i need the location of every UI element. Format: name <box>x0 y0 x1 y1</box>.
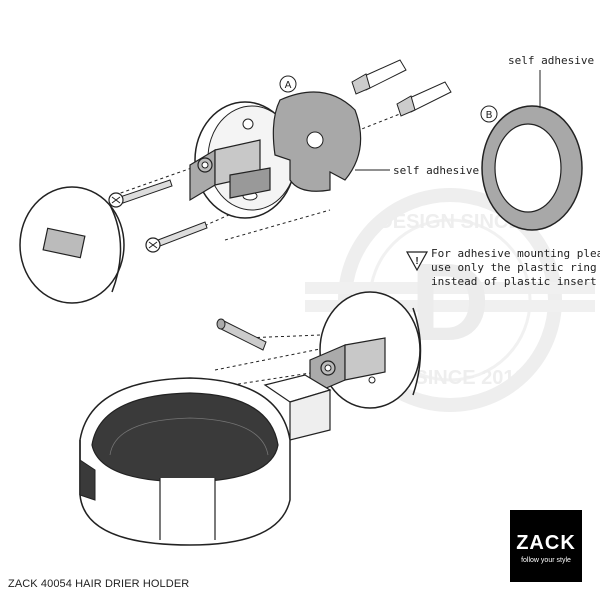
watermark-top-text: DESIGN SINCE <box>378 211 521 233</box>
zack-logo: ZACK follow your style <box>510 510 582 582</box>
callout-a: A <box>279 75 297 93</box>
label-self-adhesive-ring: self adhesive <box>508 54 594 67</box>
warning-line-2: use only the plastic ring B <box>431 261 600 274</box>
holder-ring <box>79 374 332 546</box>
callout-b-letter: B <box>486 110 493 121</box>
plastic-insert-a <box>272 91 362 192</box>
lower-mounting-disc <box>309 291 422 409</box>
warning-line-1: For adhesive mounting please <box>431 247 600 260</box>
plastic-ring-b <box>481 105 583 231</box>
warning-note: ! For adhesive mounting please use only … <box>405 247 600 288</box>
product-caption: ZACK 40054 HAIR DRIER HOLDER <box>8 578 190 590</box>
warning-icon <box>405 251 429 272</box>
svg-text:!: ! <box>415 256 418 267</box>
logo-brand: ZACK <box>516 532 576 554</box>
cover-plate-front <box>19 186 125 304</box>
wall-plug-upper <box>351 59 407 95</box>
watermark-letter: D <box>410 241 489 364</box>
callout-a-letter: A <box>285 80 292 91</box>
logo-tagline: follow your style <box>521 557 571 564</box>
watermark-bottom-text: SINCE 2010 <box>414 367 525 389</box>
screw-lower <box>145 221 208 253</box>
warning-line-3: instead of plastic insert A <box>431 275 600 288</box>
callout-b: B <box>480 105 498 123</box>
screw-upper <box>108 179 173 208</box>
label-self-adhesive-insert: self adhesive <box>393 164 479 177</box>
threaded-pin <box>216 318 267 351</box>
wall-plug-lower <box>396 81 452 117</box>
mounting-plate <box>189 101 297 219</box>
